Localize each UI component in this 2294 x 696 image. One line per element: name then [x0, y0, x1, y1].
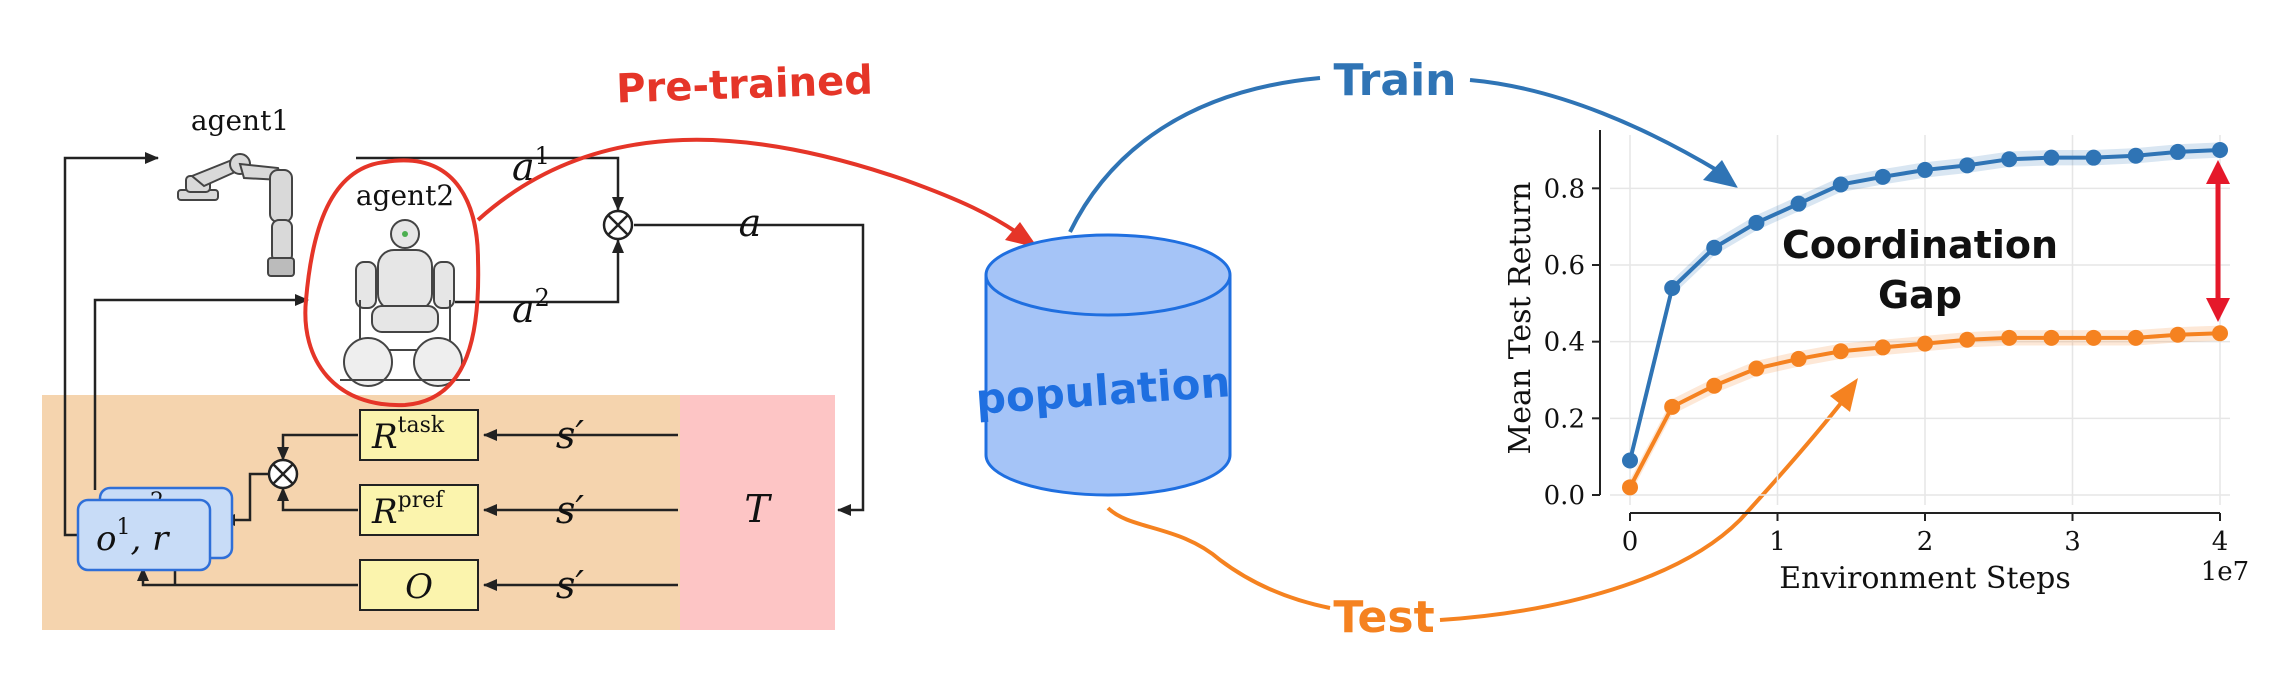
r-task-box: Rtask	[359, 409, 479, 461]
test-arrow	[1106, 396, 1847, 622]
train-arrow	[1068, 76, 1722, 233]
coordination-gap-arrow	[2206, 160, 2230, 322]
agent2-label: agent2	[356, 179, 454, 212]
pretrained-label: Pre-trained	[616, 58, 874, 113]
chart-confidence-bands	[1630, 142, 2220, 495]
multi-agent-diagram: Rtask Rpref O s′ s′ s′ T 2 o1, r	[42, 104, 865, 630]
series-point-0	[2085, 149, 2102, 166]
train-arrowhead	[1703, 160, 1738, 188]
series-point-1	[2212, 325, 2228, 342]
series-point-0	[2043, 149, 2060, 166]
chart-points	[1622, 142, 2228, 496]
series-point-0	[1706, 239, 1723, 256]
coordination-gap-label-line2: Gap	[1878, 273, 1962, 317]
series-point-1	[2127, 329, 2144, 346]
wheelchair-icon	[340, 300, 470, 387]
series-band-1	[1630, 325, 2220, 495]
r-pref-box: Rpref	[359, 484, 479, 536]
x-tick-label: 2	[1917, 527, 1934, 557]
series-point-1	[1622, 479, 1638, 496]
series-point-0	[1874, 168, 1891, 185]
x-tick-label: 1	[1769, 527, 1786, 557]
svg-text:o1, r: o1, r	[96, 515, 170, 559]
series-point-1	[2169, 326, 2186, 343]
svg-text:Rpref: Rpref	[371, 488, 445, 532]
transition-panel	[680, 395, 835, 630]
y-axis-label: Mean Test Return	[1503, 181, 1538, 454]
series-point-0	[2127, 147, 2144, 164]
y-tick-label: 0.6	[1544, 251, 1585, 281]
action-a1-label: a1	[512, 142, 550, 189]
joint-action-label: a	[739, 201, 762, 245]
series-point-0	[1790, 195, 1807, 212]
test-arrowhead	[1830, 378, 1858, 412]
series-point-0	[1748, 214, 1765, 231]
y-tick-label: 0.0	[1544, 481, 1585, 511]
humanoid-robot-icon	[355, 219, 455, 333]
series-point-0	[2001, 151, 2018, 168]
y-tick-label: 0.4	[1544, 328, 1585, 358]
agent1-label: agent1	[191, 104, 289, 137]
x-axis-label: Environment Steps	[1779, 561, 2071, 596]
series-point-0	[1664, 280, 1681, 296]
series-point-1	[1664, 398, 1681, 415]
series-point-1	[1917, 335, 1933, 352]
pretrained-arrow	[476, 137, 1032, 244]
obs-function-box: O	[359, 559, 479, 611]
series-point-1	[2043, 329, 2060, 346]
s-prime-label: s′	[556, 413, 585, 457]
svg-text:Rtask: Rtask	[371, 413, 445, 457]
reward-combine-node	[267, 458, 299, 490]
series-point-1	[1874, 339, 1891, 356]
y-tick-label: 0.8	[1544, 174, 1585, 204]
s-prime-label: s′	[556, 488, 585, 532]
series-point-1	[1748, 360, 1765, 377]
series-point-1	[2001, 329, 2018, 346]
series-point-0	[1832, 176, 1849, 193]
series-point-0	[1622, 452, 1638, 469]
x-scale-label: 1e7	[2201, 557, 2249, 587]
x-tick-label: 4	[2212, 527, 2229, 557]
series-point-0	[2169, 143, 2186, 160]
pretrained-highlight-circle	[303, 158, 481, 408]
x-tick-label: 3	[2064, 527, 2081, 557]
coordination-chart: 0.0 0.2 0.4 0.6 0.8 0 1 2 3 4 Environment Steps M…	[1503, 130, 2249, 596]
transition-label: T	[744, 487, 772, 531]
test-label: Test	[1333, 592, 1434, 643]
series-point-1	[1706, 377, 1723, 394]
action-a2-label: a2	[512, 284, 550, 331]
observation-box-agent1: o1, r	[76, 498, 212, 572]
s-prime-label: s′	[556, 563, 585, 607]
population-cylinder: population	[974, 233, 1232, 497]
robot-arm-icon	[177, 153, 295, 277]
series-point-0	[1959, 157, 1976, 174]
action-combine-node	[602, 209, 634, 241]
x-tick-label: 0	[1622, 527, 1639, 557]
series-point-1	[1832, 343, 1849, 360]
y-tick-label: 0.2	[1544, 404, 1585, 434]
series-point-1	[1790, 350, 1807, 367]
svg-text:O: O	[405, 567, 433, 607]
chart-grid	[1610, 135, 2230, 505]
chart-tick-labels: 0.0 0.2 0.4 0.6 0.8 0 1 2 3 4	[1544, 174, 2229, 557]
series-point-0	[2212, 142, 2228, 158]
series-point-1	[1959, 331, 1976, 348]
series-point-0	[1917, 161, 1933, 178]
coordination-gap-label-line1: Coordination	[1782, 223, 2058, 267]
chart-axes	[1592, 130, 2221, 521]
series-point-1	[2085, 329, 2102, 346]
train-label: Train	[1334, 55, 1457, 106]
pretrained-arrowhead	[1005, 222, 1038, 248]
